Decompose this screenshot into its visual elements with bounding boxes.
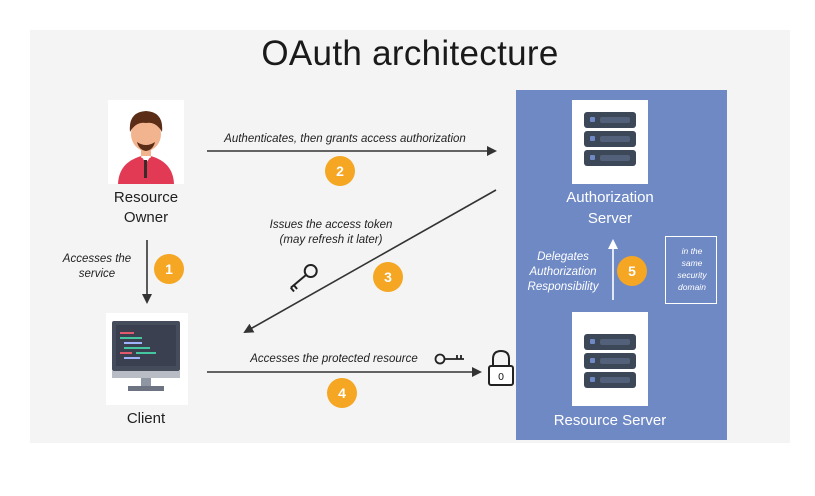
- resource-server-label: Resource Server: [553, 412, 667, 429]
- step-2-badge: 2: [325, 156, 355, 186]
- step-5-line1: Delegates: [537, 251, 589, 263]
- step-3-badge: 3: [373, 262, 403, 292]
- authorization-server-label-line2: Server: [587, 210, 633, 227]
- step-5-badge: 5: [617, 256, 647, 286]
- authorization-server-label: Authorization Server: [540, 187, 680, 229]
- step-3-text: Issues the access token (may refresh it …: [256, 218, 406, 248]
- domain-line3: security: [677, 270, 707, 280]
- diagram-title: OAuth architecture: [261, 34, 559, 73]
- domain-line2: same: [681, 258, 703, 268]
- step-1-text: Accesses the service: [58, 252, 136, 282]
- authorization-server-label-line1: Authorization: [566, 189, 654, 206]
- step-3-line1: Issues the access token: [269, 219, 393, 231]
- resource-owner-label: Resource Owner: [96, 188, 196, 228]
- domain-line4: domain: [678, 282, 706, 292]
- step-3-line2: (may refresh it later): [279, 234, 383, 246]
- resource-server-icon: [584, 334, 636, 388]
- step-1-badge: 1: [154, 254, 184, 284]
- svg-text:0: 0: [498, 372, 504, 383]
- key-icon-resource: [434, 353, 464, 365]
- resource-owner-icon: [118, 111, 174, 184]
- domain-line1: in the: [681, 246, 703, 256]
- padlock-icon: 0: [488, 349, 514, 386]
- step-5-line3: Responsibility: [527, 281, 599, 293]
- arrow-step-3: [243, 189, 497, 333]
- key-icon-token: [290, 264, 318, 293]
- security-domain-text: in the same security domain: [666, 245, 718, 293]
- client-label: Client: [126, 410, 166, 427]
- step-5-text: Delegates Authorization Responsibility: [520, 250, 606, 295]
- step-4-text: Accesses the protected resource: [250, 353, 418, 365]
- step-2-text: Authenticates, then grants access author…: [224, 133, 466, 145]
- step-5-line2: Authorization: [529, 266, 597, 278]
- security-domain-note: in the same security domain: [665, 236, 717, 304]
- client-monitor-icon: [112, 321, 180, 391]
- step-1-line2: service: [78, 268, 116, 280]
- resource-owner-label-line1: Resource: [113, 189, 179, 206]
- resource-owner-label-line2: Owner: [123, 209, 169, 226]
- step-1-line1: Accesses the: [62, 253, 132, 265]
- step-4-badge: 4: [327, 378, 357, 408]
- authorization-server-icon: [584, 112, 636, 166]
